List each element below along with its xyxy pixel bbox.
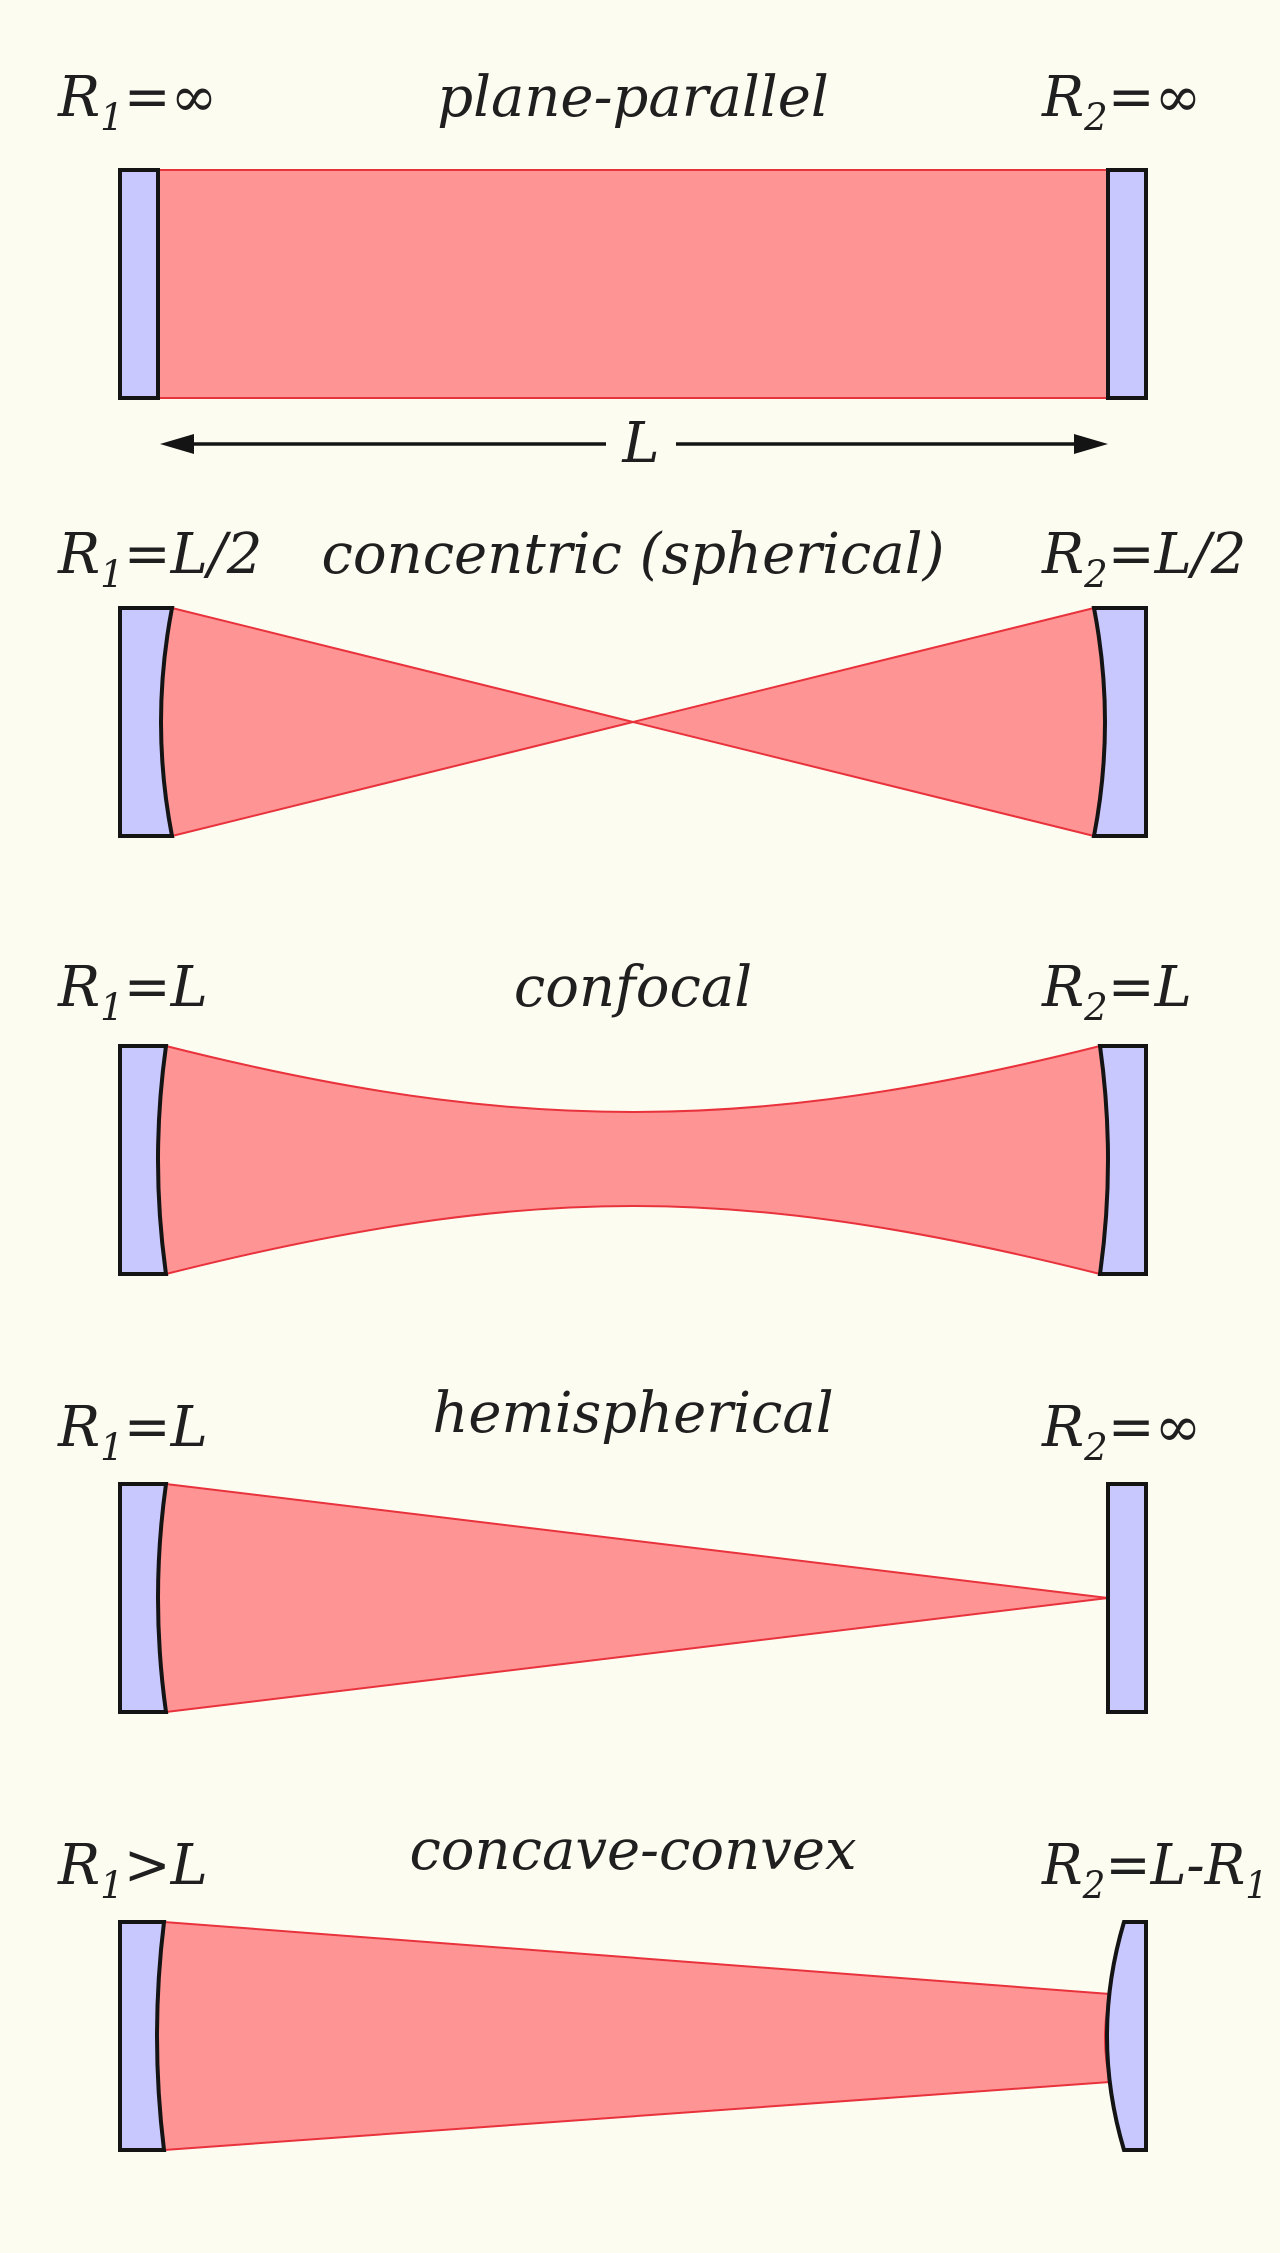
label-r2: R2=L-R1 bbox=[1041, 1833, 1268, 1907]
right-mirror-concave bbox=[1091, 606, 1148, 838]
length-arrow bbox=[160, 434, 1108, 454]
cavity-confocal: R1=L confocal R2=L bbox=[57, 955, 1192, 1276]
label-r1: R1=∞ bbox=[57, 65, 217, 139]
laser-beam bbox=[160, 607, 1106, 837]
label-r1: R1>L bbox=[57, 1833, 208, 1907]
left-mirror-concave bbox=[118, 606, 175, 838]
cavity-title: hemispherical bbox=[432, 1381, 833, 1446]
laser-beam bbox=[157, 1483, 1109, 1713]
cavity-title: plane-parallel bbox=[437, 65, 829, 130]
right-mirror-convex bbox=[1105, 1920, 1148, 2152]
label-r1: R1=L bbox=[57, 1395, 208, 1469]
left-mirror-concave bbox=[118, 1920, 167, 2152]
label-r1: R1=L bbox=[57, 955, 208, 1029]
left-mirror-flat bbox=[118, 168, 160, 400]
laser-beam bbox=[156, 1921, 1111, 2151]
right-mirror-flat bbox=[1106, 1482, 1148, 1714]
laser-beam bbox=[157, 169, 1109, 399]
label-r2: R2=L bbox=[1041, 955, 1192, 1029]
laser-beam bbox=[157, 1045, 1109, 1275]
cavity-title: concentric (spherical) bbox=[322, 522, 945, 587]
right-mirror-concave bbox=[1097, 1044, 1148, 1276]
right-mirror-flat bbox=[1106, 168, 1148, 400]
label-r1: R1=L/2 bbox=[57, 522, 262, 596]
label-r2: R2=L/2 bbox=[1041, 522, 1246, 596]
cavity-concave-convex: concave-convex R1>L R2=L-R1 bbox=[57, 1818, 1268, 2152]
cavity-hemispherical: hemispherical R1=L R2=∞ bbox=[57, 1381, 1201, 1714]
label-r2: R2=∞ bbox=[1041, 1395, 1201, 1469]
length-label: L bbox=[621, 411, 659, 476]
cavity-plane-parallel: R1=∞ plane-parallel R2=∞ L bbox=[57, 65, 1201, 476]
left-mirror-concave bbox=[118, 1482, 169, 1714]
cavity-concentric: R1=L/2 concentric (spherical) R2=L/2 bbox=[57, 522, 1246, 838]
label-r2: R2=∞ bbox=[1041, 65, 1201, 139]
left-mirror-concave bbox=[118, 1044, 169, 1276]
cavity-title: concave-convex bbox=[409, 1818, 856, 1883]
cavity-title: confocal bbox=[514, 955, 752, 1020]
